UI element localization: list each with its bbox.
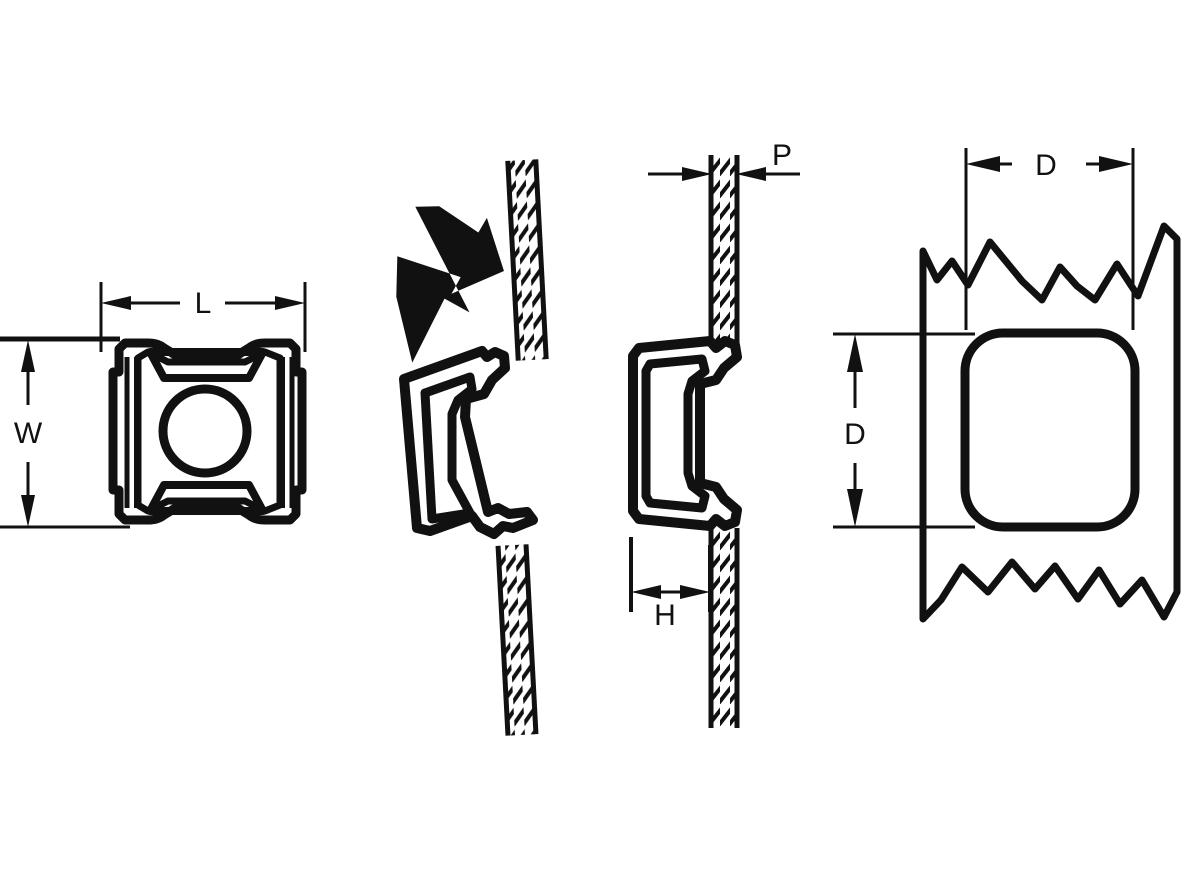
dimension-W-arrow-up	[21, 340, 35, 405]
panel-upper-edge-right	[533, 159, 549, 360]
dimension-D-h-arrow-left	[966, 156, 1012, 172]
push-direction-arrow	[396, 206, 504, 363]
panel-upper-edge-left	[505, 160, 521, 361]
clip-center-hole	[158, 384, 252, 478]
dimension-W-label: W	[14, 417, 43, 450]
dimension-L-label: L	[195, 287, 212, 320]
panel-section-upper	[505, 159, 549, 361]
clip-profile-tilted-cavity	[420, 372, 477, 524]
panel-hole-view: D D	[833, 148, 1181, 623]
dimension-D-h-arrow-right	[1086, 156, 1133, 172]
dimension-P: P	[648, 139, 800, 181]
panel-mounting-hole	[960, 328, 1140, 532]
panel-lower-edge-right	[523, 544, 539, 735]
panel-face-with-break-edges	[919, 222, 1181, 623]
clip-tab-top	[146, 348, 267, 382]
dimension-D-horizontal-label: D	[1035, 149, 1057, 182]
dimension-W: W	[0, 338, 130, 529]
dimension-P-label: P	[772, 139, 792, 172]
dimension-D-horizontal: D	[964, 148, 1135, 330]
insertion-view	[396, 159, 549, 736]
dimension-P-arrow-left	[648, 167, 712, 181]
dimension-H: H	[629, 537, 712, 632]
clip-outer-outline	[108, 338, 307, 525]
dimension-H-label: H	[654, 599, 676, 632]
dimension-L-arrow-right	[225, 296, 305, 310]
installed-panel-lower-hatch	[711, 528, 737, 728]
panel-section-lower	[495, 544, 539, 736]
dimension-L-arrow-left	[101, 296, 180, 310]
dimension-D-vertical: D	[833, 332, 975, 529]
panel-lower-edge-left	[495, 545, 511, 736]
installed-view: P	[628, 139, 800, 728]
installed-panel-upper	[708, 155, 740, 345]
clip-tab-bottom	[146, 481, 267, 515]
dimension-P-arrow-right	[736, 167, 800, 181]
clip-profile-tilted	[399, 346, 538, 539]
clip-front-body	[108, 338, 307, 525]
dimension-D-vertical-label: D	[844, 418, 866, 451]
clip-profile-tilted-outline	[399, 346, 538, 539]
front-view: L W	[0, 282, 307, 529]
dimension-D-v-arrow-down	[847, 463, 863, 527]
clip-profile-installed	[628, 336, 742, 531]
installed-panel-lower	[708, 528, 740, 728]
clip-profile-installed-outline	[628, 336, 742, 531]
clip-profile-installed-cavity	[641, 354, 710, 513]
dimension-L: L	[0, 282, 307, 352]
dimension-D-v-arrow-up	[847, 334, 863, 408]
dimension-W-arrow-down	[21, 462, 35, 527]
installed-panel-upper-hatch	[711, 155, 737, 345]
dimension-H-arrow-right	[662, 585, 710, 599]
